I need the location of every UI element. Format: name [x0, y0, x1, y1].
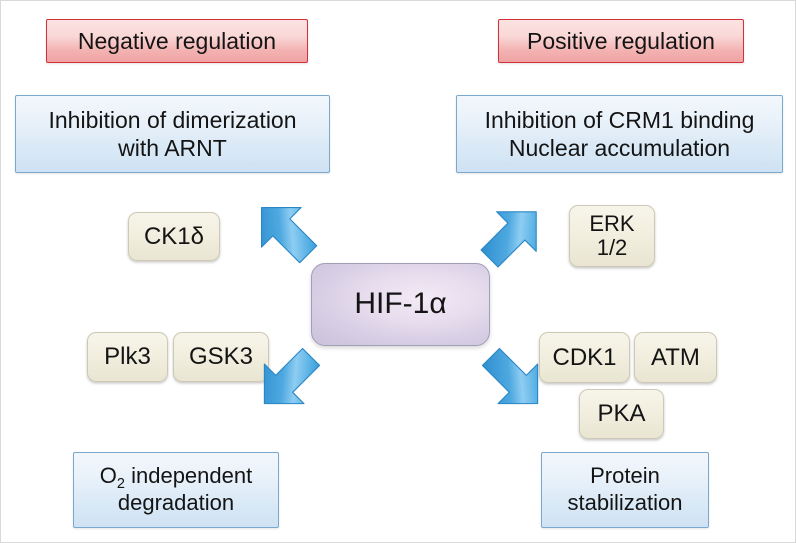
- outcome-degradation-label-subscript: 2: [116, 475, 125, 492]
- outcome-dimerization-label: Inhibition of dimerization with ARNT: [48, 106, 297, 161]
- kinase-node-atm: ATM: [634, 332, 717, 383]
- kinase-node-pka: PKA: [579, 389, 664, 439]
- kinase-node-cdk1: CDK1: [539, 332, 630, 383]
- kinase-erk-1-2-label: ERK 1/2: [589, 211, 635, 260]
- kinase-node-erk-1-2: ERK 1/2: [569, 205, 655, 267]
- negative-regulation-label: Negative regulation: [77, 27, 277, 54]
- outcome-inhibition-of-dimerization: Inhibition of dimerization with ARNT: [15, 95, 330, 173]
- kinase-plk3-label: Plk3: [104, 343, 151, 371]
- outcome-degradation-label-pre: O: [99, 463, 117, 489]
- hif-1-alpha-label: HIF-1α: [354, 287, 447, 321]
- hif-1-alpha-node: HIF-1α: [311, 263, 490, 346]
- outcome-protein-stabilization: Protein stabilization: [541, 452, 709, 528]
- kinase-node-plk3: Plk3: [87, 332, 168, 382]
- outcome-degradation-label-post: independent degradation: [117, 463, 253, 515]
- kinase-pka-label: PKA: [597, 400, 646, 428]
- positive-regulation-label: Positive regulation: [527, 27, 715, 54]
- outcome-o2-independent-degradation: O2 independent degradation: [73, 452, 279, 528]
- outcome-stabilization-label: Protein stabilization: [567, 463, 683, 515]
- kinase-cdk1-label: CDK1: [552, 343, 617, 371]
- kinase-gsk3-label: GSK3: [188, 343, 254, 371]
- kinase-ck1-delta-label: CK1δ: [143, 222, 205, 250]
- outcome-inhibition-of-crm1-binding: Inhibition of CRM1 binding Nuclear accum…: [456, 95, 783, 173]
- outcome-crm1-label: Inhibition of CRM1 binding Nuclear accum…: [484, 106, 755, 161]
- positive-regulation-header: Positive regulation: [498, 19, 744, 63]
- negative-regulation-header: Negative regulation: [46, 19, 308, 63]
- kinase-atm-label: ATM: [651, 343, 700, 371]
- kinase-node-ck1-delta: CK1δ: [128, 212, 220, 261]
- outcome-degradation-label: O2 independent degradation: [100, 463, 252, 517]
- kinase-node-gsk3: GSK3: [173, 332, 269, 382]
